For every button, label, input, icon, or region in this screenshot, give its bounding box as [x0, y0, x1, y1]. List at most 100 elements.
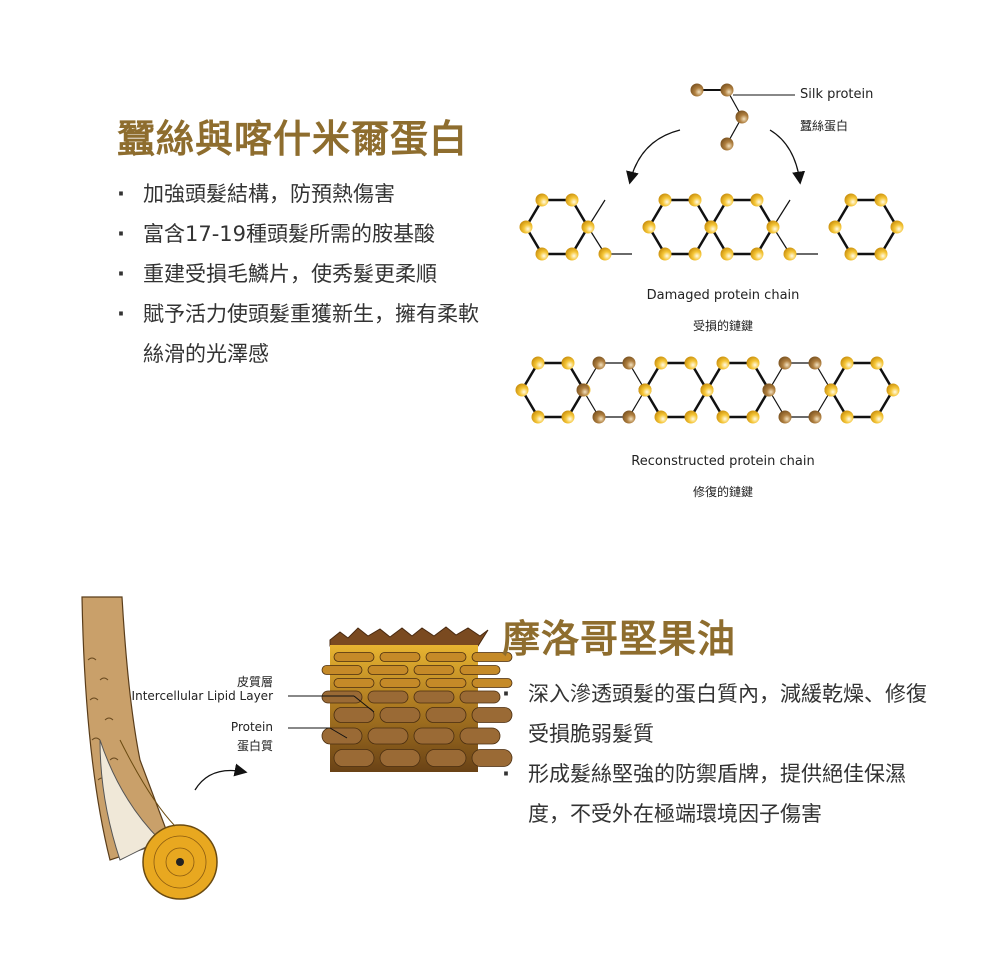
cell: [333, 652, 375, 662]
atom-brown: [622, 410, 636, 424]
silk-bullets: 加強頭髮結構，防預熱傷害 富含17-19種頭髮所需的胺基酸 重建受損毛鱗片，使秀…: [117, 174, 487, 374]
bullet-item: 深入滲透頭髮的蛋白質內，減緩乾燥、修復受損脆弱髮質: [502, 674, 942, 754]
arrow-left: [626, 129, 681, 185]
atom-gold: [844, 247, 858, 261]
atom-gold: [844, 193, 858, 207]
cell: [471, 652, 513, 662]
atom-brown: [720, 83, 734, 97]
lipid-label-en: Intercellular Lipid Layer: [131, 689, 273, 703]
atom-gold: [535, 193, 549, 207]
atom-brown: [762, 383, 776, 397]
atom-gold: [565, 193, 579, 207]
atom-gold: [688, 247, 702, 261]
silk-protein-label-zh: 蠶絲蛋白: [800, 119, 849, 133]
atom-gold: [638, 383, 652, 397]
atom-brown: [592, 410, 606, 424]
atom-brown: [735, 110, 749, 124]
cell: [367, 665, 409, 675]
arrow-right: [769, 129, 806, 185]
damaged-chain-label-en: Damaged protein chain: [646, 288, 800, 303]
cell: [321, 727, 363, 745]
cell: [367, 690, 409, 704]
atom-gold: [890, 220, 904, 234]
atom-gold: [750, 247, 764, 261]
atom-gold: [840, 356, 854, 370]
atom-brown: [690, 83, 704, 97]
cell: [425, 707, 467, 723]
cell: [379, 678, 421, 688]
atom-gold: [874, 247, 888, 261]
protein-label-zh: 蛋白質: [236, 739, 273, 753]
cell: [333, 678, 375, 688]
argan-bullets: 深入滲透頭髮的蛋白質內，減緩乾燥、修復受損脆弱髮質 形成髮絲堅強的防禦盾牌，提供…: [502, 674, 942, 834]
cell: [413, 665, 455, 675]
atom-gold: [519, 220, 533, 234]
atom-gold: [598, 247, 612, 261]
atom-gold: [642, 220, 656, 234]
atom-gold: [684, 410, 698, 424]
atom-gold: [654, 410, 668, 424]
silk-protein-label-en: Silk protein: [800, 87, 874, 102]
protein-label-en: Protein: [230, 720, 273, 734]
cell: [379, 707, 421, 723]
atom-brown: [576, 383, 590, 397]
atom-gold: [720, 193, 734, 207]
cell: [459, 665, 501, 675]
atom-brown: [622, 356, 636, 370]
atom-gold: [870, 356, 884, 370]
cell: [459, 690, 501, 704]
bullet-item: 賦予活力使頭髮重獲新生，擁有柔軟絲滑的光澤感: [117, 294, 487, 374]
silk-title: 蠶絲與喀什米爾蛋白: [117, 117, 469, 161]
bullet-item: 重建受損毛鱗片，使秀髮更柔順: [117, 254, 487, 294]
atom-gold: [766, 220, 780, 234]
atom-gold: [654, 356, 668, 370]
atom-gold: [704, 220, 718, 234]
atom-gold: [581, 220, 595, 234]
atom-gold: [684, 356, 698, 370]
atom-gold: [658, 193, 672, 207]
bullet-item: 加強頭髮結構，防預熱傷害: [117, 174, 487, 214]
cell: [321, 690, 363, 704]
atom-gold: [531, 356, 545, 370]
atom-gold: [688, 193, 702, 207]
atom-gold: [886, 383, 900, 397]
hair-strand-illustration: [81, 596, 248, 900]
bullet-item: 形成髮絲堅強的防禦盾牌，提供絕佳保濕度，不受外在極端環境因子傷害: [502, 754, 942, 834]
bullet-item: 富含17-19種頭髮所需的胺基酸: [117, 214, 487, 254]
atom-gold: [716, 356, 730, 370]
atom-gold: [531, 410, 545, 424]
atom-brown: [808, 410, 822, 424]
lipid-layer-illustration: [321, 626, 513, 772]
cell: [321, 665, 363, 675]
atom-gold: [870, 410, 884, 424]
atom-gold: [565, 247, 579, 261]
cell: [459, 727, 501, 745]
atom-brown: [778, 410, 792, 424]
atom-gold: [720, 247, 734, 261]
atom-brown: [592, 356, 606, 370]
cell: [425, 652, 467, 662]
lipid-label-zh: 皮質層: [236, 675, 273, 689]
atom-gold: [716, 410, 730, 424]
atom-gold: [874, 193, 888, 207]
argan-title: 摩洛哥堅果油: [502, 617, 737, 661]
atom-gold: [750, 193, 764, 207]
atom-brown: [808, 356, 822, 370]
cell: [413, 727, 455, 745]
atom-gold: [746, 410, 760, 424]
atom-gold: [746, 356, 760, 370]
atom-gold: [658, 247, 672, 261]
cell: [367, 727, 409, 745]
reconstructed-chain-label-zh: 修復的鏈鍵: [692, 485, 753, 499]
atom-gold: [561, 356, 575, 370]
cell: [379, 652, 421, 662]
atom-brown: [720, 137, 734, 151]
atom-gold: [840, 410, 854, 424]
atom-gold: [783, 247, 797, 261]
cell: [333, 749, 375, 767]
atom-gold: [535, 247, 549, 261]
cell: [379, 749, 421, 767]
cell: [425, 749, 467, 767]
cell: [425, 678, 467, 688]
